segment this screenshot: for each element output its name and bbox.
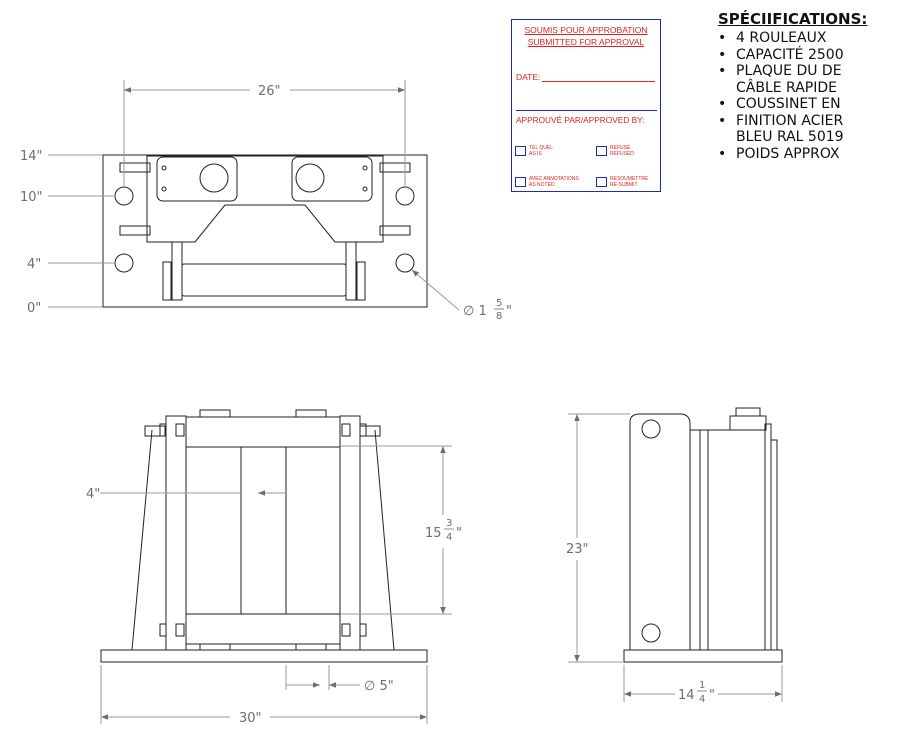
mount-hole — [114, 253, 134, 273]
approval-stamp: SOUMIS POUR APPROBATION SUBMITTED FOR AP… — [511, 19, 661, 192]
stamp-title-en: SUBMITTED FOR APPROVAL — [527, 37, 645, 47]
checkbox[interactable] — [515, 177, 526, 187]
dim-hole-prefix: ∅ 1 — [463, 304, 487, 319]
specifications: SPÉCIIFICATIONS: 4 ROULEAUX CAPACITÉ 250… — [718, 10, 905, 162]
top-view — [102, 154, 428, 308]
dim-side-w-suffix: " — [709, 688, 715, 703]
dim-h4: 4" — [27, 257, 41, 272]
mount-hole — [114, 186, 134, 206]
spec-item-continuation: BLEU RAL 5019 — [736, 129, 844, 145]
spec-item-continuation: CÂBLE RAPIDE — [736, 79, 837, 96]
side-view-dimensions — [568, 413, 783, 702]
dim-hole-num: 5 — [496, 298, 502, 309]
spec-item: 4 ROULEAUX — [718, 30, 905, 47]
checkbox[interactable] — [596, 177, 607, 187]
dim-front-width: 30" — [239, 711, 262, 726]
stamp-title-fr: SOUMIS POUR APPROBATION — [524, 25, 648, 35]
dim-front-4: 4" — [86, 487, 100, 502]
stamp-date-line — [542, 81, 655, 82]
front-view-dimensions — [100, 445, 452, 724]
dim-h10: 10" — [20, 190, 43, 205]
stamp-approved-by: APPROUVÉ PAR/APPROVED BY: — [516, 115, 645, 125]
dim-hole-suffix: " — [506, 304, 512, 319]
front-view — [100, 409, 428, 663]
dim-front-h-den: 4 — [446, 532, 452, 543]
dim-front-h-suffix: " — [456, 526, 462, 541]
spec-item: COUSSINET EN — [718, 96, 905, 113]
dim-front-h-num: 3 — [446, 518, 452, 529]
specs-title: SPÉCIIFICATIONS: — [718, 10, 868, 28]
spec-item: CAPACITÉ 2500 — [718, 47, 905, 64]
spec-item: POIDS APPROX — [718, 146, 905, 163]
dim-h0: 0" — [27, 301, 41, 316]
spec-item: FINITION ACIER — [718, 113, 905, 130]
dim-top-width: 26" — [258, 84, 281, 99]
dim-roller-dia: ∅ 5" — [364, 679, 394, 694]
dim-h14: 14" — [20, 149, 43, 164]
spec-item: PLAQUE DU DE — [718, 63, 905, 80]
dim-side-height: 23" — [566, 542, 589, 557]
side-view — [623, 407, 783, 663]
dim-hole-den: 8 — [496, 311, 502, 322]
dim-front-h-whole: 15 — [425, 526, 442, 541]
specs-list: 4 ROULEAUX CAPACITÉ 2500 PLAQUE DU DE CÂ… — [718, 30, 905, 162]
dim-side-w-whole: 14 — [678, 688, 695, 703]
mount-hole — [395, 253, 415, 273]
checkbox[interactable] — [515, 146, 526, 156]
dim-side-w-num: 1 — [699, 680, 705, 691]
stamp-date-label: DATE: — [516, 72, 541, 82]
top-view-dimensions — [48, 80, 460, 311]
dim-side-w-den: 4 — [699, 694, 705, 705]
stamp-signature-line — [516, 110, 657, 111]
checkbox[interactable] — [596, 146, 607, 156]
mount-hole — [395, 186, 415, 206]
